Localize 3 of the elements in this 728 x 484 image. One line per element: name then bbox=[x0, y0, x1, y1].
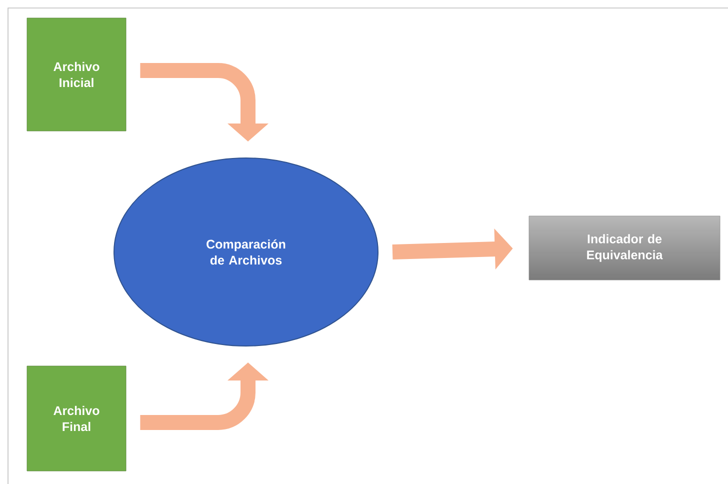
process-box: Archivo Final bbox=[26, 366, 126, 472]
result-box: Indicador de Equivalencia bbox=[528, 216, 720, 280]
process-box: Archivo Inicial bbox=[26, 18, 126, 132]
